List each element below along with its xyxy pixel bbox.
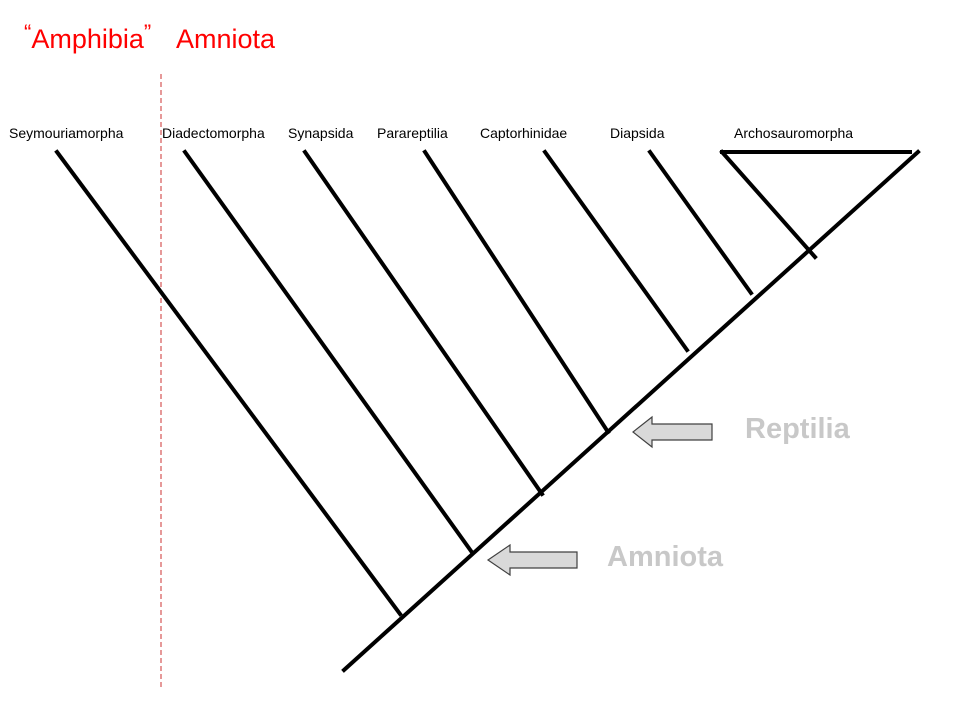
taxon-label-seymouriamorpha: Seymouriamorpha [9, 125, 124, 141]
taxon-label-diadectomorpha: Diadectomorpha [162, 125, 265, 141]
taxon-label-archosauromorpha: Archosauromorpha [734, 125, 854, 141]
header-amphibia-label: “Amphibia” [24, 20, 151, 55]
branch-archosauromorpha [719, 149, 818, 260]
branch-parareptilia [422, 149, 611, 435]
amphibia-label-text: Amphibia [31, 24, 144, 54]
branch-captorhinidae [542, 149, 690, 353]
branch-diapsida [647, 149, 754, 296]
taxon-label-parareptilia: Parareptilia [377, 125, 448, 141]
taxon-label-synapsida: Synapsida [288, 125, 354, 141]
open-quote: “ [24, 20, 32, 45]
taxon-label-captorhinidae: Captorhinidae [480, 125, 568, 141]
trunk-branch [341, 149, 921, 673]
branch-diadectomorpha [182, 149, 474, 554]
arrow-left-icon [486, 543, 578, 577]
arrow-left-icon [632, 415, 713, 449]
branch-synapsida [302, 149, 545, 497]
close-quote: ” [143, 20, 152, 45]
branch-seymouriamorpha [54, 149, 403, 617]
taxon-label-diapsida: Diapsida [610, 125, 665, 141]
group-label-amniota: Amniota [607, 541, 723, 573]
header-amniota-label: Amniota [176, 24, 276, 54]
group-label-reptilia: Reptilia [745, 413, 850, 445]
